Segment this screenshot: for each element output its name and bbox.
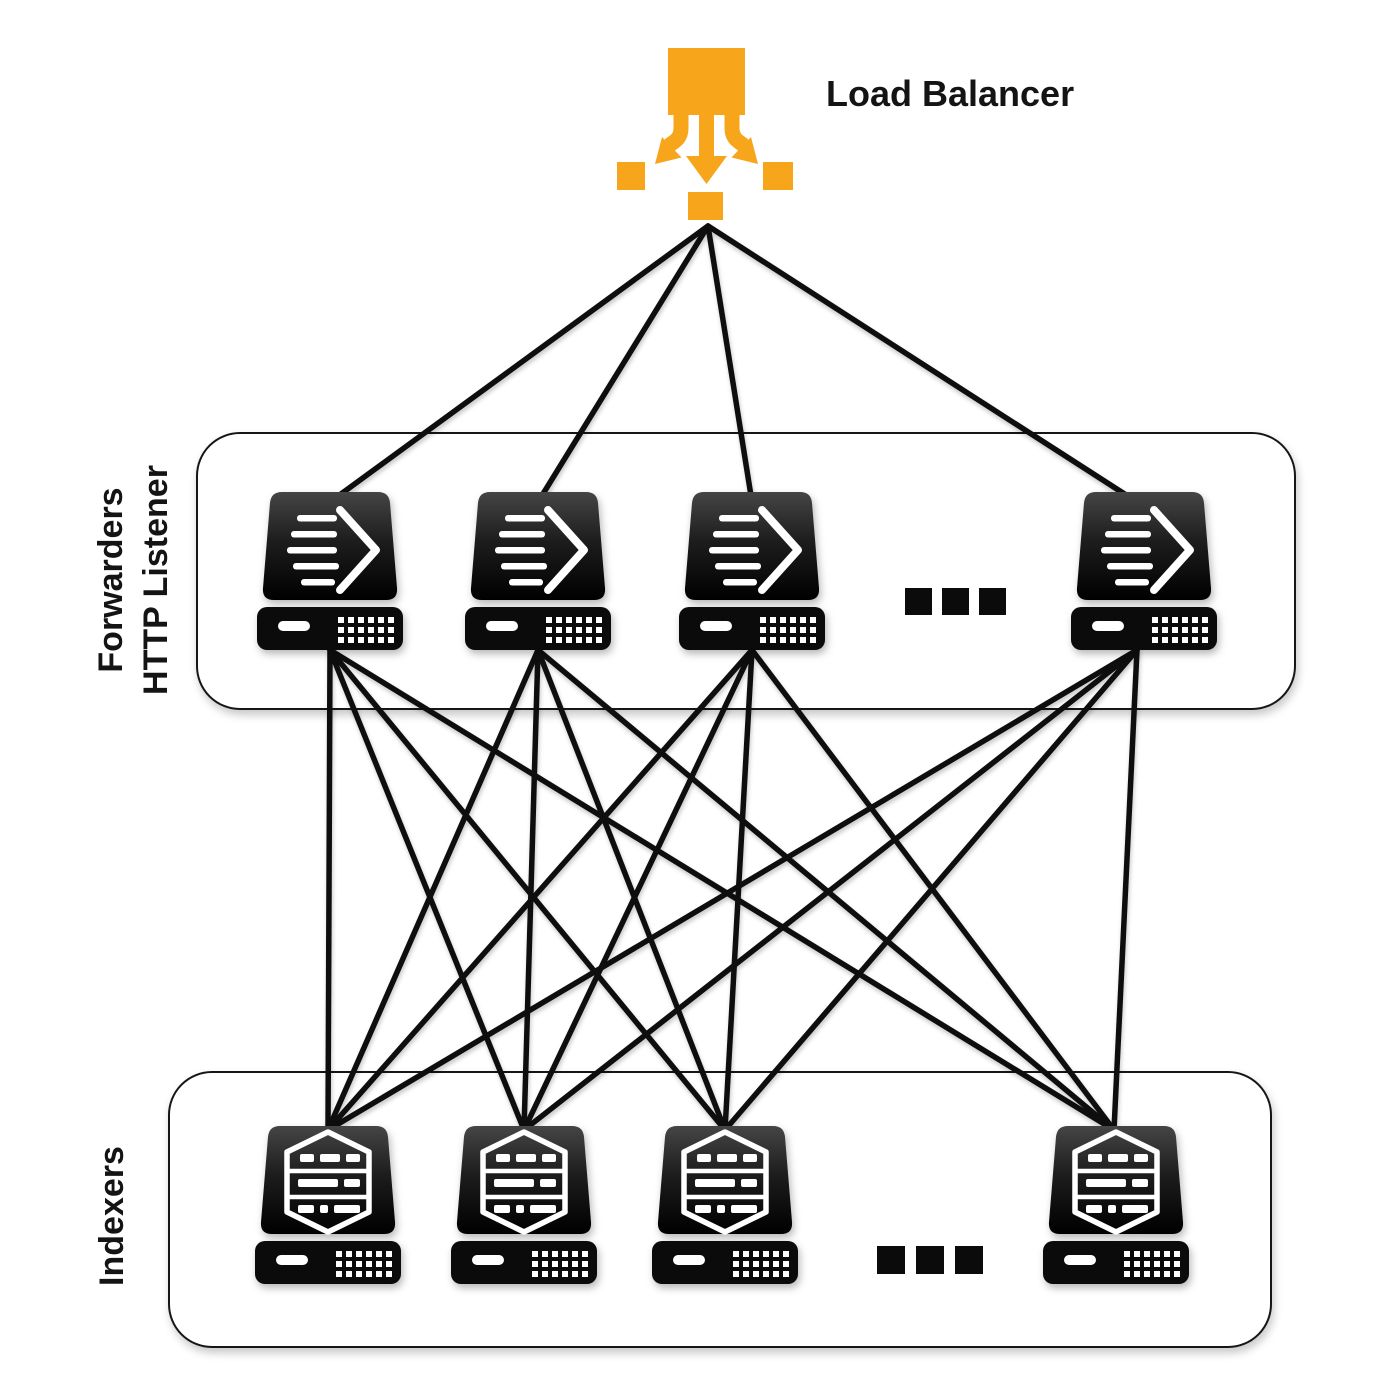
forwarder-to-indexer-mesh-lines	[325, 647, 1140, 1133]
indexer-server-icon	[1043, 1126, 1189, 1284]
indexer-server-icon	[652, 1126, 798, 1284]
forwarders-label-line1: Forwarders	[92, 487, 130, 673]
forwarder-server-icon	[1071, 492, 1217, 650]
indexers-group-label: Indexers	[93, 1146, 131, 1286]
ellipsis-square	[955, 1246, 983, 1274]
load-balancer-label: Load Balancer	[826, 73, 1075, 114]
indexers-more-nodes-ellipsis	[877, 1246, 983, 1274]
indexer-server-icon	[255, 1126, 401, 1284]
indexer-server-icon	[451, 1126, 597, 1284]
forwarders-group-label: Forwarders HTTP Listener	[89, 360, 179, 800]
forwarders-label-line2: HTTP Listener	[137, 465, 175, 695]
ellipsis-square	[916, 1246, 944, 1274]
forwarder-server-icon	[679, 492, 825, 650]
ellipsis-square	[979, 588, 1006, 615]
load-balancer-icon	[617, 48, 793, 220]
ellipsis-square	[905, 588, 932, 615]
ellipsis-square	[942, 588, 969, 615]
forwarders-more-nodes-ellipsis	[905, 588, 1006, 615]
ellipsis-square	[877, 1246, 905, 1274]
lb-to-forwarder-lines	[327, 223, 1140, 505]
forwarder-server-icon	[465, 492, 611, 650]
forwarder-server-icon	[257, 492, 403, 650]
